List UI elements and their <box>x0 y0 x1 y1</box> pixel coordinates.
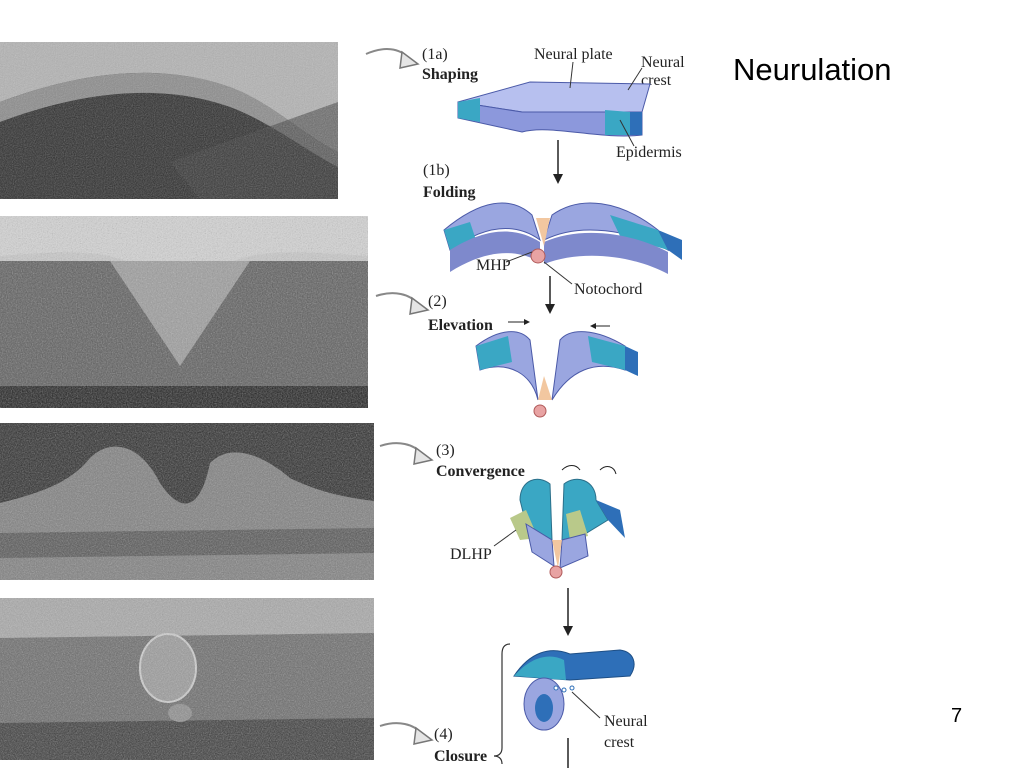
label-neural-crest-top-line1: Neural <box>641 54 685 71</box>
closure-tube <box>513 649 635 768</box>
folding-slab <box>443 202 682 285</box>
label-epidermis: Epidermis <box>616 144 682 161</box>
stage-1b-number: (1b) <box>423 162 450 179</box>
stage-1b-name: Folding <box>423 184 476 201</box>
label-neural-crest-bottom-line2: crest <box>604 734 635 751</box>
label-dlhp: DLHP <box>450 546 492 563</box>
convergence-slab <box>493 465 625 579</box>
stage-2-number: (2) <box>428 293 447 310</box>
stage-3-number: (3) <box>436 442 455 459</box>
neurulation-diagram <box>443 61 682 768</box>
sem-photo-closure <box>0 598 374 760</box>
sem-photo-shaping <box>0 42 338 199</box>
label-neural-plate: Neural plate <box>534 46 613 63</box>
curved-arrow-shaping <box>365 48 420 69</box>
curved-arrow-elevation <box>375 292 430 315</box>
stage-4-number: (4) <box>434 726 453 743</box>
slide-title: Neurulation <box>733 52 892 87</box>
page-number: 7 <box>951 705 963 727</box>
curved-arrow-closure <box>379 722 434 745</box>
stage-4-name: Closure <box>434 748 488 765</box>
stage-1a-name: Shaping <box>422 66 479 83</box>
elevation-slab <box>475 319 638 418</box>
stage-2-name: Elevation <box>428 317 493 334</box>
sem-photo-folding <box>0 216 368 408</box>
label-notochord: Notochord <box>574 281 643 298</box>
label-mhp: MHP <box>476 257 511 274</box>
shaping-slab <box>457 61 651 147</box>
curved-arrow-convergence <box>379 442 434 465</box>
sem-photo-convergence <box>0 423 374 580</box>
label-neural-crest-bottom-line1: Neural <box>604 713 648 730</box>
stage-1a-number: (1a) <box>422 46 448 63</box>
stage-3-name: Convergence <box>436 463 525 480</box>
